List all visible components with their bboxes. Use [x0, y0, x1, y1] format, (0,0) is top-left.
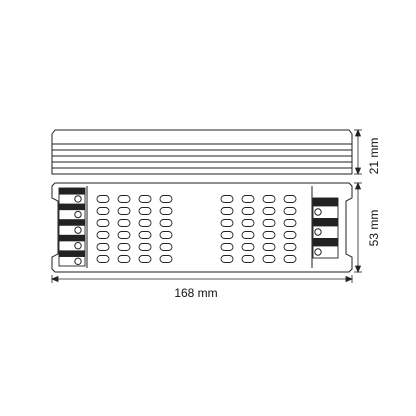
- vent-hole: [241, 219, 255, 227]
- terminal-screw-icon: [314, 208, 322, 216]
- terminal-right-bar: [313, 238, 338, 247]
- vent-hole: [283, 219, 297, 227]
- terminal-screw-icon: [74, 195, 82, 203]
- vent-hole: [220, 219, 234, 227]
- vent-hole: [159, 219, 173, 227]
- vent-hole: [117, 195, 131, 203]
- vent-hole: [241, 231, 255, 239]
- length-dimension: [50, 275, 354, 283]
- terminal-screw-icon: [74, 226, 82, 234]
- height-label: 21 mm: [367, 138, 381, 175]
- vent-hole: [262, 231, 276, 239]
- vent-hole: [138, 255, 152, 263]
- vent-hole: [262, 207, 276, 215]
- vent-hole: [159, 207, 173, 215]
- vent-hole: [220, 243, 234, 251]
- top-view-outline: [51, 182, 353, 273]
- vent-hole: [283, 207, 297, 215]
- vent-hole: [138, 243, 152, 251]
- vent-hole: [117, 231, 131, 239]
- vent-hole: [117, 219, 131, 227]
- vent-hole: [96, 219, 110, 227]
- height-dimension: [354, 128, 362, 176]
- vent-hole: [117, 207, 131, 215]
- vent-hole: [262, 255, 276, 263]
- vent-hole: [241, 195, 255, 203]
- terminal-block-left: [58, 187, 86, 267]
- vent-hole: [96, 231, 110, 239]
- vent-hole: [283, 195, 297, 203]
- vent-hole: [283, 243, 297, 251]
- vent-hole: [96, 207, 110, 215]
- vent-hole: [283, 255, 297, 263]
- terminal-left-bar: [59, 188, 85, 195]
- terminal-left-bar: [59, 250, 85, 257]
- vent-hole: [159, 231, 173, 239]
- terminal-screw-icon: [314, 228, 322, 236]
- terminal-screw-icon: [314, 248, 322, 256]
- vent-hole: [262, 219, 276, 227]
- vent-hole: [241, 255, 255, 263]
- length-label: 168 mm: [174, 286, 217, 300]
- terminal-block-right: [312, 197, 339, 259]
- vent-hole: [138, 207, 152, 215]
- vent-hole: [159, 255, 173, 263]
- vent-hole: [262, 195, 276, 203]
- vent-hole: [117, 243, 131, 251]
- vent-hole: [220, 231, 234, 239]
- vent-hole: [283, 231, 297, 239]
- side-view-outline: [51, 129, 353, 175]
- terminal-right-bar: [313, 198, 338, 207]
- vent-hole: [138, 231, 152, 239]
- width-label: 53 mm: [367, 210, 381, 247]
- terminal-left-bar: [59, 203, 85, 211]
- vent-hole: [220, 195, 234, 203]
- top-view: [51, 182, 353, 273]
- vent-hole: [96, 243, 110, 251]
- vent-hole: [241, 207, 255, 215]
- vent-hole: [96, 195, 110, 203]
- vent-hole: [138, 195, 152, 203]
- terminal-screw-icon: [74, 210, 82, 219]
- vent-hole: [241, 243, 255, 251]
- vent-hole: [159, 243, 173, 251]
- vent-hole: [117, 255, 131, 263]
- width-dimension: [354, 181, 362, 274]
- vent-hole: [220, 207, 234, 215]
- terminal-left-bar: [59, 234, 85, 242]
- side-view: [51, 129, 353, 175]
- terminal-screw-icon: [74, 242, 82, 250]
- vent-hole: [159, 195, 173, 203]
- vent-hole: [262, 243, 276, 251]
- terminal-screw-icon: [74, 257, 82, 266]
- terminal-left-bar: [59, 219, 85, 226]
- vent-hole: [138, 219, 152, 227]
- terminal-left-frame: [58, 187, 86, 267]
- vent-holes: [96, 195, 297, 263]
- terminal-right-bar: [313, 218, 338, 227]
- vent-hole: [220, 255, 234, 263]
- terminal-right-frame: [312, 197, 339, 259]
- vent-hole: [96, 255, 110, 263]
